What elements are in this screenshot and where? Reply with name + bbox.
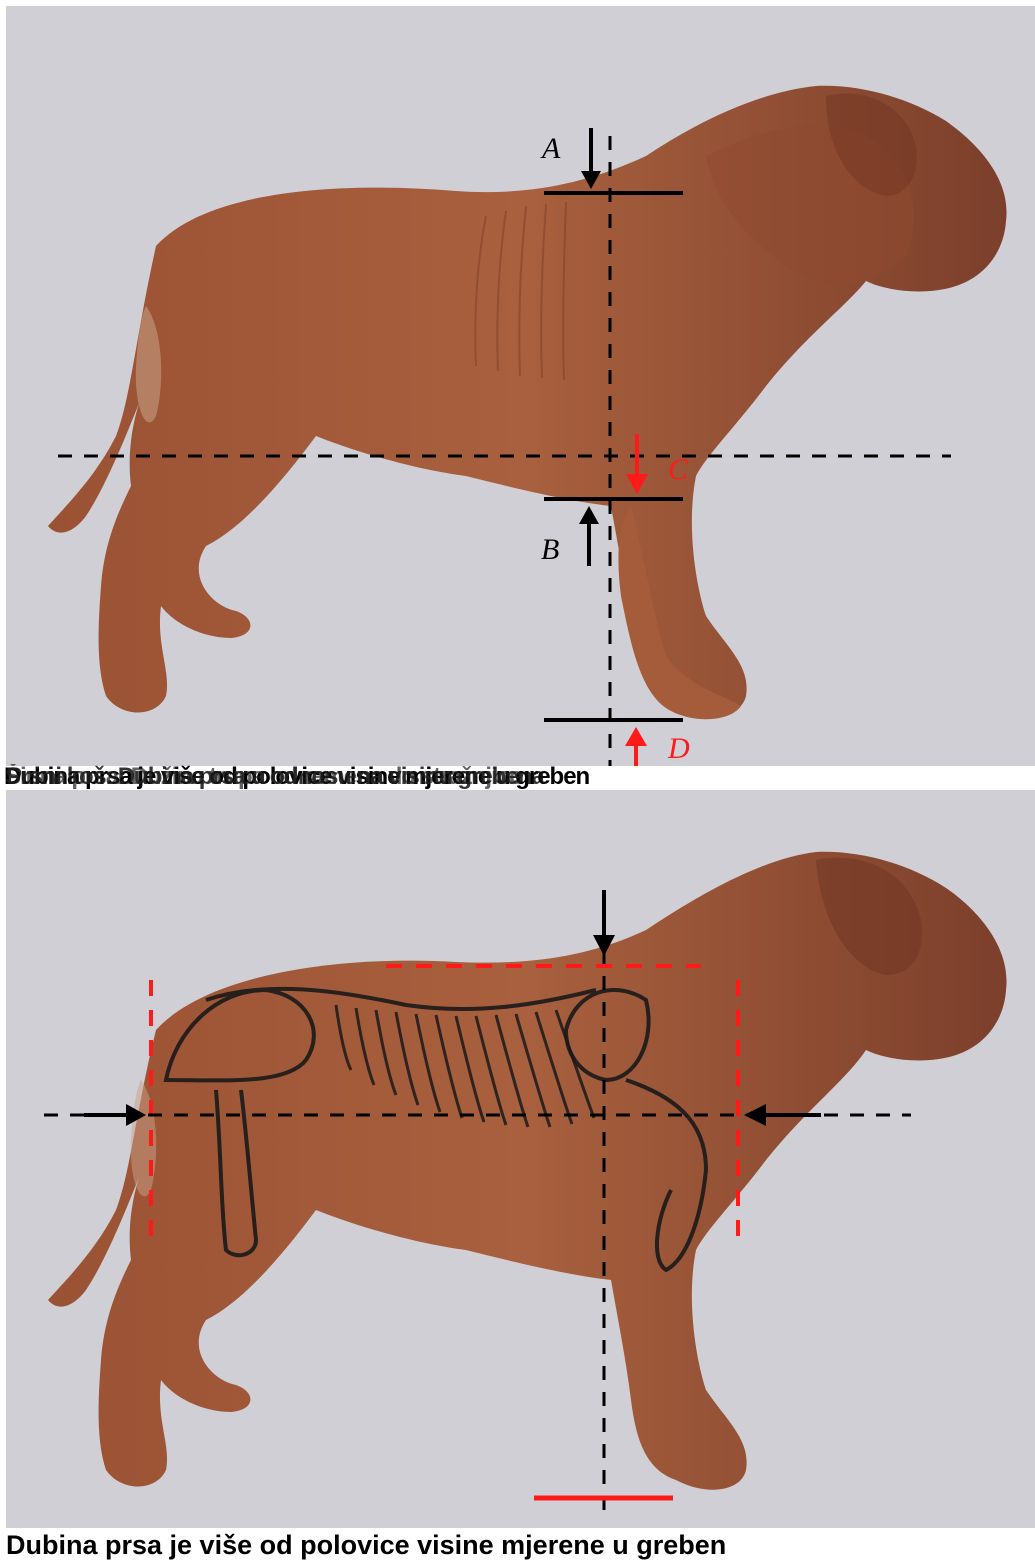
bottom-caption: Dubina prsa je više od polovice visine m… — [6, 1530, 1035, 1560]
bottom-figure-drawing — [6, 790, 1035, 1528]
overlapping-caption: Dubina prsa je više od polovice visine m… — [4, 764, 1035, 790]
overlap-caption-line-3: Širina prsa: Dužina trupa od ramena do s… — [5, 764, 521, 790]
arrow-d — [625, 727, 647, 766]
dog-silhouette-bottom — [48, 852, 1007, 1490]
label-c: C — [668, 453, 689, 486]
label-d: D — [667, 732, 690, 765]
dog-silhouette-top — [48, 86, 1007, 719]
label-b: B — [541, 533, 559, 566]
top-figure: A B C D — [6, 6, 1035, 766]
arrow-b — [579, 506, 599, 566]
top-figure-drawing: A B C D — [6, 6, 1035, 766]
bottom-figure — [6, 790, 1035, 1528]
label-a: A — [540, 132, 561, 165]
